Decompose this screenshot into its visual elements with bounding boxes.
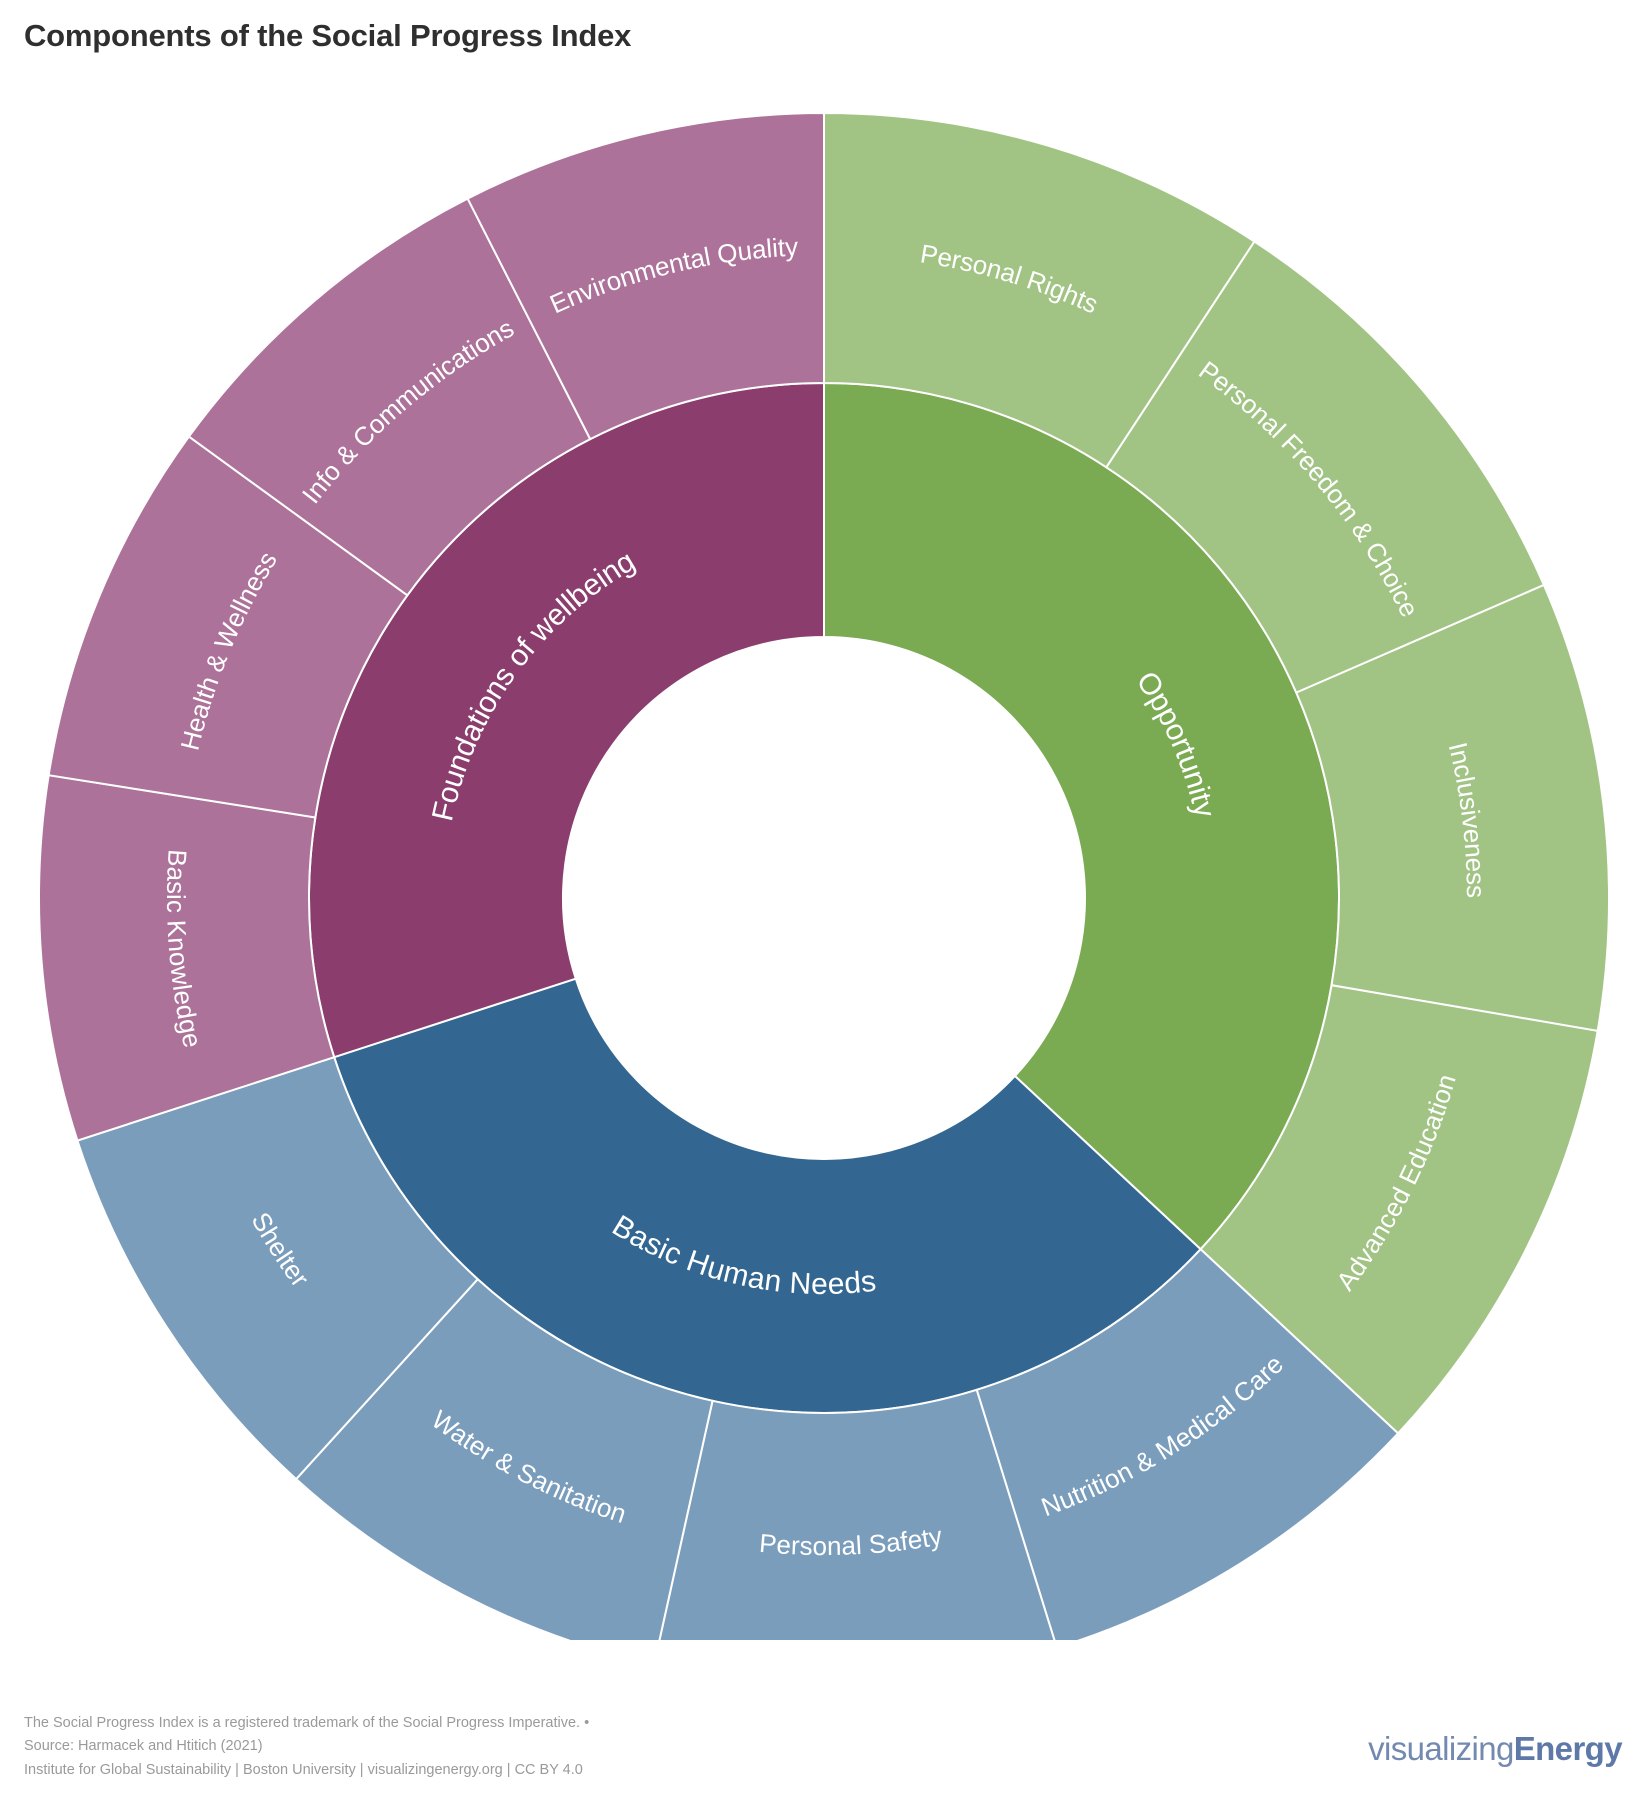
footer-line-3: Institute for Global Sustainability | Bo… (24, 1761, 583, 1778)
logo-light-text: visualizing (1368, 1730, 1514, 1767)
outer-ring-segment[interactable] (975, 1247, 1400, 1640)
logo-bold-text: Energy (1513, 1730, 1623, 1767)
footer-line-1: The Social Progress Index is a registere… (24, 1715, 590, 1731)
outer-ring-segment[interactable] (466, 111, 825, 441)
outer-ring-segment[interactable] (654, 1388, 1057, 1640)
footer-note: The Social Progress Index is a registere… (24, 1712, 589, 1782)
footer-line-2: Source: Harmacek and Htitich (2021) (24, 1738, 263, 1755)
sunburst-segments (38, 111, 1610, 1640)
page-title: Components of the Social Progress Index (24, 18, 632, 53)
visualizing-energy-logo: visualizingEnergy (1368, 1730, 1623, 1768)
